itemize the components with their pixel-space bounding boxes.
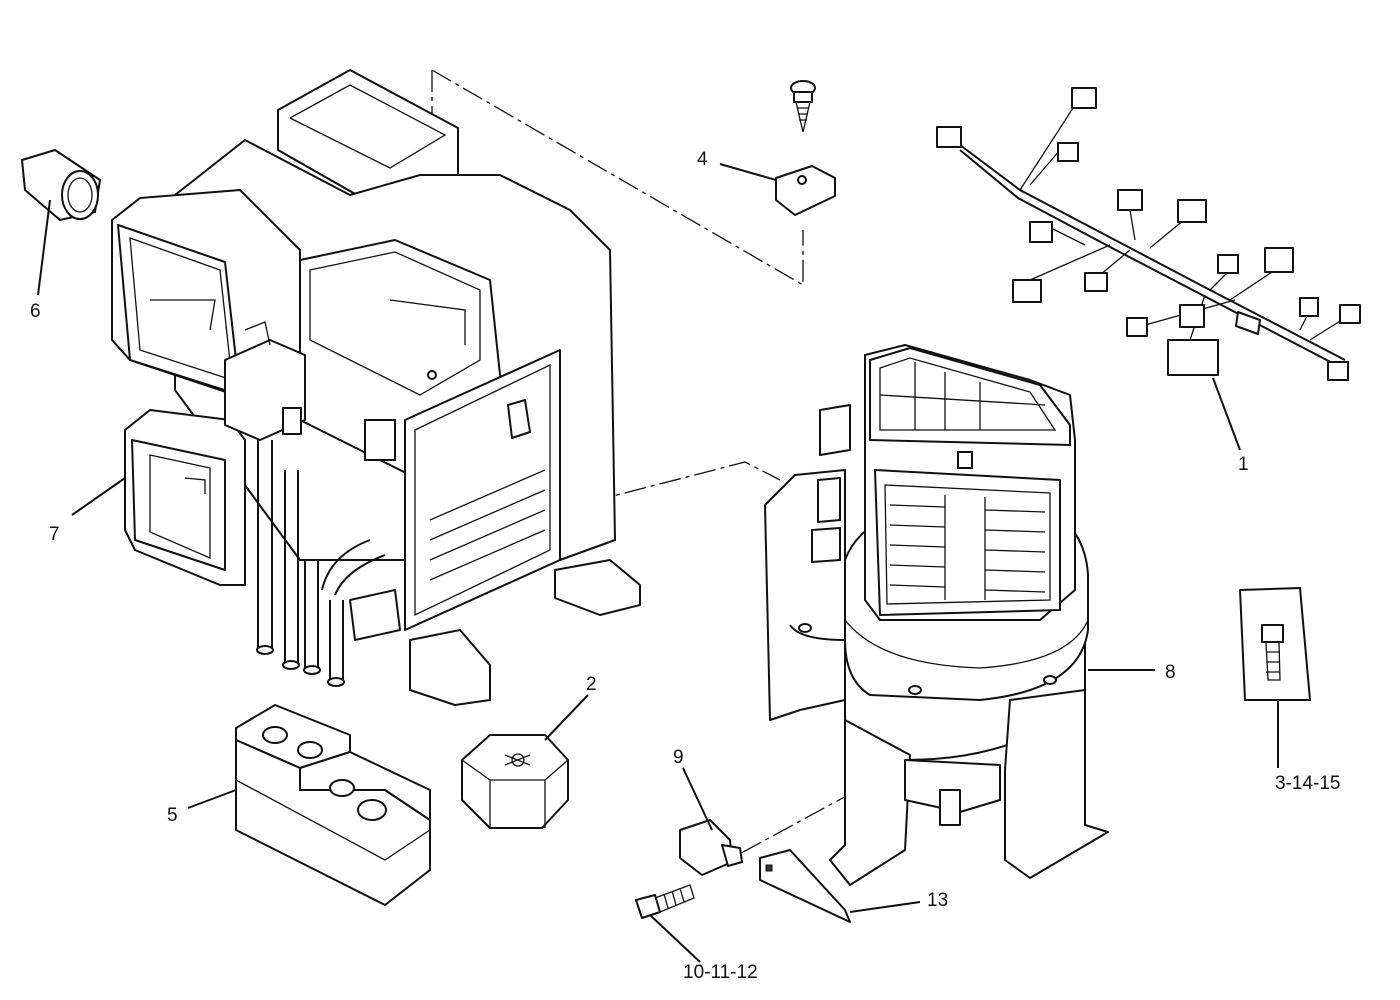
label-7: 7 [49,524,60,545]
label-10-11-12: 10-11-12 [683,962,758,983]
part-4-bracket-and-screw [719,80,836,216]
label-3-14-15: 3-14-15 [1275,773,1341,794]
label-4: 4 [697,149,708,170]
part-6-duct-sleeve [21,149,101,296]
callout-labels: 1 2 4 5 6 7 8 9 10-11-12 13 3-14-15 [30,149,1341,983]
part-9-relay [679,767,743,876]
part-10-bolt [635,884,701,963]
label-5: 5 [167,805,178,826]
label-6: 6 [30,301,41,322]
part-1-wiring-harness [936,87,1361,451]
part-2-hex-block [461,694,589,829]
label-13: 13 [927,890,948,911]
part-8-blower-unit [764,344,1155,886]
label-8: 8 [1165,662,1176,683]
part-13-bracket [759,849,921,923]
part-5-foam-block [187,704,431,906]
label-1: 1 [1238,454,1249,475]
heater-unit-assembly [111,69,641,706]
label-2: 2 [586,674,597,695]
part-3-hardware-bag [1239,587,1311,768]
leader-7 [71,477,126,516]
label-9: 9 [673,747,684,768]
